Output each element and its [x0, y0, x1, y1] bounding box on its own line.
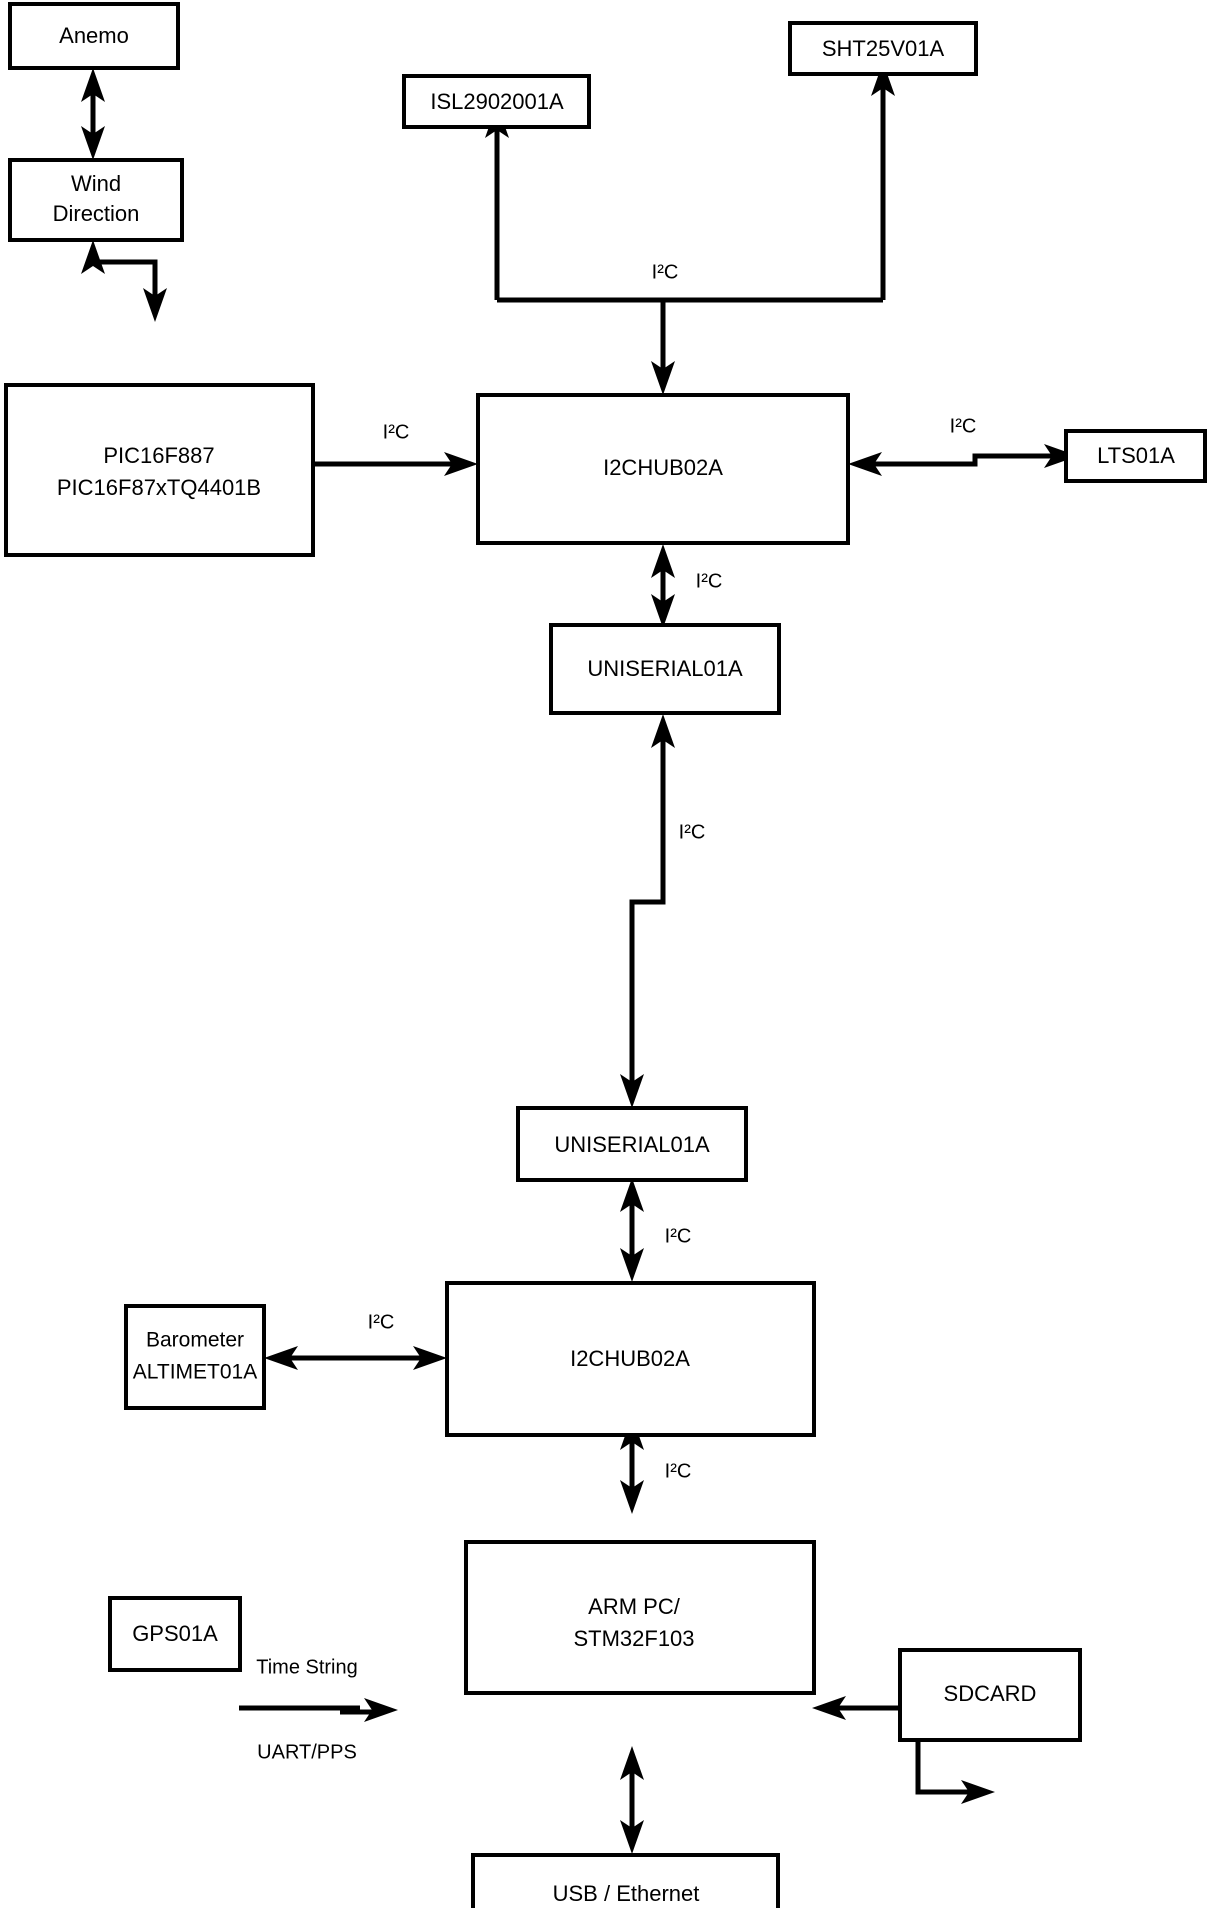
edge-label-i2c-barometer-hub: I²C — [368, 1311, 395, 1333]
node-label-uniserial01a-top: UNISERIAL01A — [587, 656, 743, 681]
node-label-arm-line2: STM32F103 — [573, 1626, 694, 1651]
edge-gps-arm — [239, 1698, 398, 1722]
edge-arm-sdcard — [812, 1696, 995, 1804]
node-label-usb-ethernet: USB / Ethernet — [553, 1881, 700, 1906]
arrow-head-sht — [871, 62, 895, 96]
arrow-head-right — [1044, 444, 1078, 468]
node-wind-direction[interactable]: Wind Direction — [8, 158, 184, 242]
node-i2chub02a-bottom[interactable]: I2CHUB02A — [445, 1281, 816, 1437]
node-i2chub02a-top[interactable]: I2CHUB02A — [476, 393, 850, 545]
arrow-head-up — [620, 1746, 644, 1780]
edge-anemo-wind — [81, 68, 105, 160]
arrow-head-down — [81, 126, 105, 160]
node-label-uniserial01a-bottom: UNISERIAL01A — [554, 1132, 710, 1157]
node-label-lts01a: LTS01A — [1097, 443, 1175, 468]
edge-uniserial-hub-bot — [620, 1178, 644, 1282]
arrow-head-hub — [651, 361, 675, 395]
arrow-head-left — [264, 1346, 298, 1370]
node-label-pic-line1: PIC16F887 — [103, 443, 214, 468]
arrow-head-left — [848, 452, 882, 476]
node-label-isl2902001a: ISL2902001A — [430, 89, 564, 114]
arrow-head-right — [413, 1346, 447, 1370]
node-label-sht25v01a: SHT25V01A — [822, 36, 945, 61]
arrow-head-down — [620, 1248, 644, 1282]
node-label-i2chub02a-top: I2CHUB02A — [603, 455, 723, 480]
node-label-arm-line1: ARM PC/ — [588, 1594, 681, 1619]
node-label-anemo: Anemo — [59, 23, 129, 48]
node-label-barometer-line1: Barometer — [146, 1329, 244, 1352]
arrow-head-right — [444, 452, 478, 476]
edge-hub-uniserial-top — [651, 544, 675, 628]
node-arm-pc[interactable]: ARM PC/ STM32F103 — [464, 1540, 816, 1695]
node-isl2902001a[interactable]: ISL2902001A — [402, 74, 591, 129]
arrow-head-left — [812, 1696, 846, 1720]
arrow-head-down — [620, 1820, 644, 1854]
arrow-head-down — [620, 1074, 644, 1108]
node-sdcard[interactable]: SDCARD — [898, 1648, 1082, 1742]
node-gps01a[interactable]: GPS01A — [108, 1596, 242, 1672]
node-usb-ethernet[interactable]: USB / Ethernet — [471, 1853, 780, 1908]
node-label-gps01a: GPS01A — [132, 1621, 218, 1646]
node-uniserial01a-bottom[interactable]: UNISERIAL01A — [516, 1106, 748, 1182]
arrow-head-down — [651, 594, 675, 628]
node-label-wind-direction-line2: Direction — [53, 201, 140, 226]
node-sht25v01a[interactable]: SHT25V01A — [788, 21, 978, 76]
node-barometer-altimet01a[interactable]: Barometer ALTIMET01A — [124, 1304, 266, 1410]
arrow-head-up — [81, 68, 105, 102]
edge-pic-wind — [81, 240, 167, 322]
edge-label-i2c-pic-hub: I²C — [383, 421, 410, 443]
edge-label-i2c-hub-lts: I²C — [950, 415, 977, 437]
node-uniserial01a-top[interactable]: UNISERIAL01A — [549, 623, 781, 715]
node-lts01a[interactable]: LTS01A — [1064, 429, 1207, 483]
arrow-head-up — [651, 544, 675, 578]
arrow-head-right — [961, 1780, 995, 1804]
arrow-head-up — [651, 714, 675, 748]
node-label-pic-line2: PIC16F87xTQ4401B — [57, 475, 261, 500]
edge-label-i2c-hub-arm: I²C — [665, 1460, 692, 1482]
node-label-barometer-line2: ALTIMET01A — [133, 1361, 257, 1384]
edge-label-uart-pps: UART/PPS — [257, 1741, 357, 1763]
node-label-i2chub02a-bottom: I2CHUB02A — [570, 1346, 690, 1371]
edge-label-i2c-hub-uniserial: I²C — [696, 570, 723, 592]
edge-i2c-top-bus — [485, 62, 895, 395]
arrow-head-down — [143, 288, 167, 322]
edge-hub-lts — [848, 444, 1078, 476]
node-anemo[interactable]: Anemo — [8, 2, 180, 70]
arrow-head-down — [620, 1480, 644, 1514]
node-pic16f887[interactable]: PIC16F887 PIC16F87xTQ4401B — [4, 383, 315, 557]
edge-label-i2c-top-bus: I²C — [652, 261, 679, 283]
edge-arm-usb — [620, 1746, 644, 1854]
edge-label-i2c-uniserial-hub-bot: I²C — [665, 1225, 692, 1247]
node-label-sdcard: SDCARD — [944, 1681, 1037, 1706]
arrow-head-up — [620, 1178, 644, 1212]
node-label-wind-direction-line1: Wind — [71, 171, 121, 196]
edge-label-i2c-uniserial-link: I²C — [679, 821, 706, 843]
edge-label-time-string: Time String — [256, 1656, 358, 1678]
edge-uniserial-link — [620, 714, 675, 1108]
arrow-head-up — [81, 240, 105, 274]
edge-barometer-hub — [264, 1346, 447, 1370]
arrow-head-right — [364, 1698, 398, 1722]
